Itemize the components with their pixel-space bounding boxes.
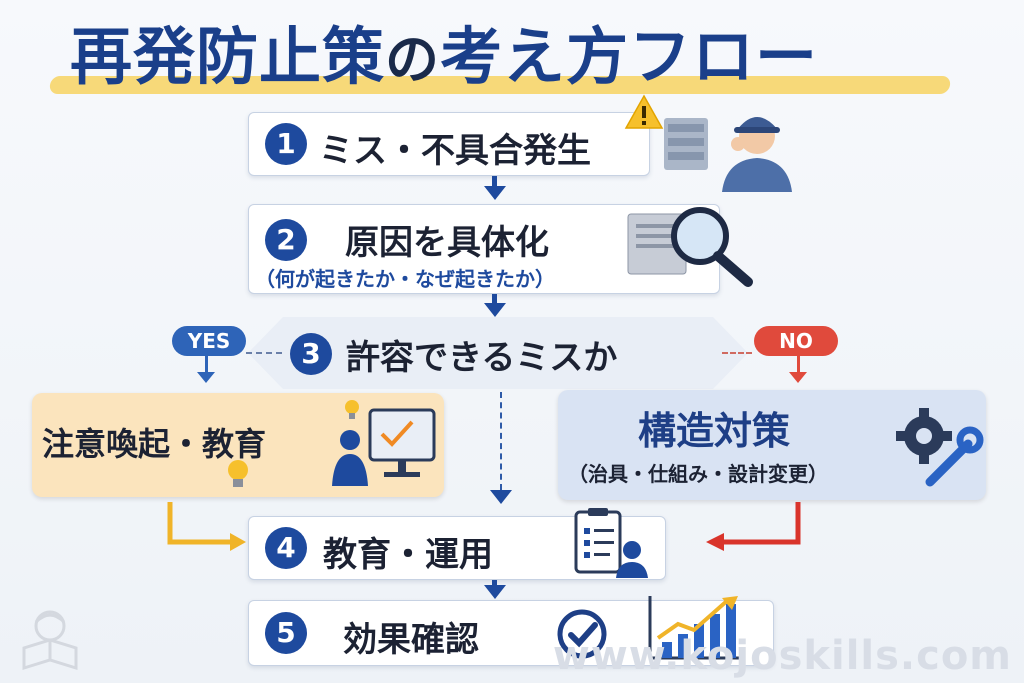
yes-down-head	[197, 372, 215, 383]
gear-wrench-icon	[896, 408, 984, 487]
center-arrow-head	[490, 490, 512, 504]
no-return-arrow	[706, 502, 801, 551]
teacher-monitor-icon	[332, 408, 436, 486]
yes-return-arrow	[167, 502, 246, 551]
page-title: 再発防止策の考え方フロー	[48, 6, 952, 96]
step-4-number: 4	[265, 527, 307, 569]
title-main: 再発防止策	[70, 20, 386, 93]
yes-branch-label: 注意喚起・教育	[42, 425, 267, 463]
title-rest: 考え方フロー	[440, 20, 819, 93]
step-2-label: 原因を具体化	[345, 223, 549, 263]
worried-worker-icon	[722, 117, 792, 192]
step-1-box: 1 ミス・不具合発生	[248, 112, 650, 176]
checklist-person-icon	[574, 508, 648, 578]
arrow-4-5-head	[484, 585, 506, 599]
yes-down-shaft	[205, 356, 208, 374]
step-2-sublabel: （何が起きたか・なぜ起きたか）	[255, 267, 555, 291]
arrow-2-3-head	[484, 303, 506, 317]
yes-tag: YES	[172, 326, 246, 356]
server-icon	[664, 118, 708, 170]
step-2-number: 2	[265, 219, 307, 261]
no-tag: NO	[754, 326, 838, 356]
magnifier-icon	[627, 207, 753, 287]
growth-chart-icon	[648, 596, 742, 660]
no-branch-label: 構造対策	[638, 409, 791, 453]
checkmark-circle-icon	[557, 609, 607, 659]
step-5-label: 効果確認	[343, 620, 479, 660]
no-down-head	[789, 372, 807, 383]
no-connector	[722, 352, 752, 354]
step-1-number: 1	[265, 123, 307, 165]
lightbulb-icon	[228, 460, 248, 487]
step-3-number: 3	[290, 333, 332, 375]
step-1-label: ミス・不具合発生	[319, 131, 591, 171]
bulb-small-icon	[345, 400, 359, 419]
arrow-2-3-shaft	[492, 294, 497, 304]
yes-connector	[246, 352, 282, 354]
step-5-number: 5	[265, 612, 307, 654]
step-4-label: 教育・運用	[323, 535, 493, 575]
title-text: 再発防止策の考え方フロー	[70, 6, 818, 96]
watermark: www.kojoskills.com	[552, 633, 1012, 679]
warning-icon	[624, 94, 664, 129]
arrow-1-2-shaft	[492, 176, 497, 186]
step-2-box: 2 原因を具体化 （何が起きたか・なぜ起きたか）	[248, 204, 720, 294]
title-particle: の	[385, 28, 441, 91]
arrow-1-2-head	[484, 186, 506, 200]
center-dashed-line	[500, 392, 502, 490]
reader-logo-icon	[22, 610, 78, 671]
arrow-4-5-shaft	[492, 580, 497, 586]
no-down-shaft	[797, 356, 800, 374]
step-3-label: 許容できるミスか	[346, 338, 618, 378]
no-branch-sublabel: （治具・仕組み・設計変更）	[568, 462, 828, 486]
